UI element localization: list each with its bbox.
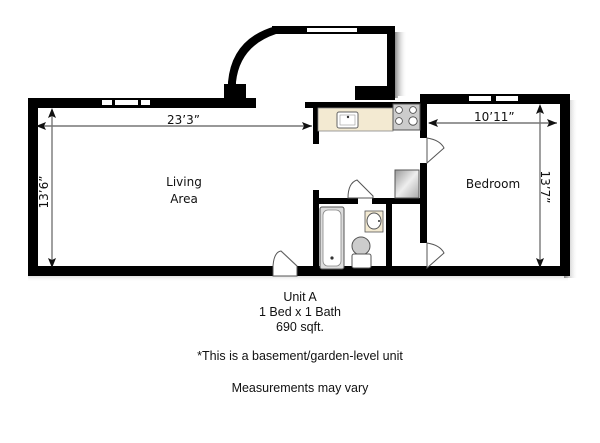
floor-plan: 23’3” 13’6” 10’11” 13’7” Living Area Bed… [28,26,578,282]
wall-shadows [28,32,578,282]
unit-info: Unit A 1 Bed x 1 Bath 690 sqft. *This is… [0,290,600,396]
floor-plan-drawing [28,26,578,282]
closet [394,169,420,199]
toilet [351,236,372,269]
bedroom-depth-dimension: 13’7” [538,170,552,204]
windows [102,28,518,105]
measurement-disclaimer: Measurements may vary [231,381,369,395]
bedroom-width-dimension: 10’11” [474,110,515,124]
dimension-lines [36,104,557,268]
walls [28,26,570,276]
doors [272,137,445,277]
living-depth-dimension: 13’6” [37,175,51,209]
bath-sink [364,210,384,233]
room-label-living-area: Living Area [158,174,210,208]
bathtub [319,206,345,270]
square-footage: 690 sqft. [276,320,324,334]
room-label-bedroom: Bedroom [465,177,521,191]
living-width-dimension: 23’3” [167,113,200,127]
unit-name: Unit A [283,290,317,304]
living-label-line2: Area [170,192,198,206]
living-label-line1: Living [166,175,202,189]
basement-note: *This is a basement/garden-level unit [197,349,403,363]
stove [392,103,421,131]
kitchen-counter [317,107,394,132]
bed-bath: 1 Bed x 1 Bath [258,305,341,319]
